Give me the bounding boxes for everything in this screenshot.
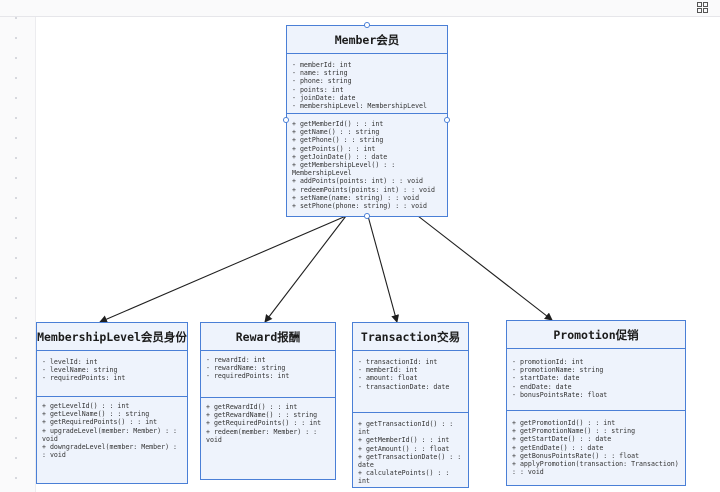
method-line: + getMemberId() : : int: [292, 120, 384, 128]
attribute-line: - joinDate: date: [292, 93, 356, 102]
method-line: + applyPromotion(transaction: Transactio…: [512, 460, 683, 477]
connection-handle[interactable]: [283, 117, 289, 123]
methods-section: + getPromotionId() : : int+ getPromotion…: [507, 411, 685, 479]
method-line: + addPoints(points: int) : : void: [292, 177, 424, 186]
attribute-line: - phone: string: [292, 77, 352, 86]
class-reward[interactable]: Reward报酬 - rewardId: int- rewardName: st…: [200, 322, 336, 480]
attribute-line: - rewardId: int: [206, 356, 266, 364]
method-line: + getRewardName() : : string: [206, 411, 318, 420]
method-line: + getPhone() : : string: [292, 136, 384, 145]
attribute-line: - startDate: date: [512, 374, 580, 383]
methods-section: + getTransactionId() : : int+ getMemberI…: [353, 413, 468, 489]
class-title: Promotion促销: [507, 321, 685, 349]
attribute-line: - amount: float: [358, 374, 418, 383]
class-title: MembershipLevel会员身份: [37, 323, 187, 351]
attribute-line: - transactionId: int: [358, 358, 438, 366]
attribute-line: - transactionDate: date: [358, 382, 450, 391]
attribute-line: - rewardName: string: [206, 364, 286, 373]
attribute-line: - levelName: string: [42, 366, 118, 375]
connection-handle[interactable]: [364, 22, 370, 28]
class-membership-level[interactable]: MembershipLevel会员身份 - levelId: int- leve…: [36, 322, 188, 484]
method-line: + getName() : : string: [292, 128, 380, 137]
attribute-line: - requiredPoints: int: [206, 372, 290, 381]
attribute-line: - requiredPoints: int: [42, 374, 126, 383]
connection-handle[interactable]: [364, 213, 370, 219]
attributes-section: - transactionId: int- memberId: int- amo…: [353, 351, 468, 413]
class-member[interactable]: Member会员 - memberId: int- name: string- …: [286, 25, 448, 217]
methods-section: + getMemberId() : : int+ getName() : : s…: [287, 114, 447, 213]
attribute-line: - membershipLevel: MembershipLevel: [292, 102, 427, 111]
method-line: + getBonusPointsRate() : : float: [512, 451, 640, 460]
edge-member-to-promotion[interactable]: [417, 215, 553, 321]
attribute-line: - promotionName: string: [512, 366, 604, 375]
method-line: + getStartDate() : : date: [512, 435, 612, 444]
method-line: + getAmount() : : float: [358, 444, 450, 453]
method-line: + getLevelName() : : string: [42, 410, 150, 419]
edge-member-to-membership-level[interactable]: [99, 215, 347, 323]
method-line: + setName(name: string) : : void: [292, 193, 420, 202]
attributes-section: - levelId: int- levelName: string- requi…: [37, 351, 187, 397]
edge-member-to-transaction[interactable]: [367, 215, 400, 323]
method-line: + getMembershipLevel() : : MembershipLev…: [292, 161, 400, 178]
attribute-line: - bonusPointsRate: float: [512, 390, 608, 399]
attribute-line: - points: int: [292, 85, 344, 94]
class-title: Reward报酬: [201, 323, 335, 351]
method-line: + getPoints() : : int: [292, 144, 376, 153]
method-line: + getRequiredPoints() : : int: [42, 418, 158, 427]
method-line: + redeemPoints(points: int) : : void: [292, 185, 435, 194]
layout-grid-icon[interactable]: [697, 2, 708, 13]
method-line: + redeem(member: Member) : : void: [206, 427, 322, 444]
method-line: + setPhone(phone: string) : : void: [292, 202, 427, 211]
method-line: + downgradeLevel(member: Member) : : voi…: [42, 443, 181, 460]
method-line: + getRewardId() : : int: [206, 403, 298, 411]
method-line: + getEndDate() : : date: [512, 443, 604, 452]
attribute-line: - levelId: int: [42, 358, 98, 366]
method-line: + calculatePoints() : : int: [358, 469, 454, 486]
attribute-line: - endDate: date: [512, 382, 572, 391]
top-toolbar: [0, 0, 720, 17]
attributes-section: - promotionId: int- promotionName: strin…: [507, 349, 685, 411]
method-line: + getMemberId() : : int: [358, 436, 450, 445]
methods-section: + getLevelId() : : int+ getLevelName() :…: [37, 397, 187, 462]
method-line: + getRequiredPoints() : : int: [206, 419, 322, 428]
attribute-line: - name: string: [292, 69, 348, 78]
class-title: Member会员: [287, 26, 447, 54]
method-line: + upgradeLevel(member: Member) : : void: [42, 426, 181, 443]
class-transaction[interactable]: Transaction交易 - transactionId: int- memb…: [352, 322, 469, 488]
method-line: + getTransactionDate() : : date: [358, 452, 466, 470]
attribute-line: - memberId: int: [292, 61, 352, 69]
attributes-section: - memberId: int- name: string- phone: st…: [287, 54, 447, 114]
attributes-section: - rewardId: int- rewardName: string- req…: [201, 351, 335, 398]
method-line: + getJoinDate() : : date: [292, 152, 388, 161]
method-line: + getTransactionId() : : int: [358, 420, 458, 437]
attribute-line: - promotionId: int: [512, 358, 584, 366]
method-line: + getPromotionId() : : int: [512, 419, 616, 427]
class-title: Transaction交易: [353, 323, 468, 351]
method-line: + getLevelId() : : int: [42, 402, 130, 410]
method-line: + getPromotionName() : : string: [512, 427, 636, 436]
attribute-line: - memberId: int: [358, 366, 418, 375]
class-promotion[interactable]: Promotion促销 - promotionId: int- promotio…: [506, 320, 686, 486]
methods-section: + getRewardId() : : int+ getRewardName()…: [201, 398, 335, 447]
connection-handle[interactable]: [444, 117, 450, 123]
edge-member-to-reward[interactable]: [264, 215, 347, 323]
